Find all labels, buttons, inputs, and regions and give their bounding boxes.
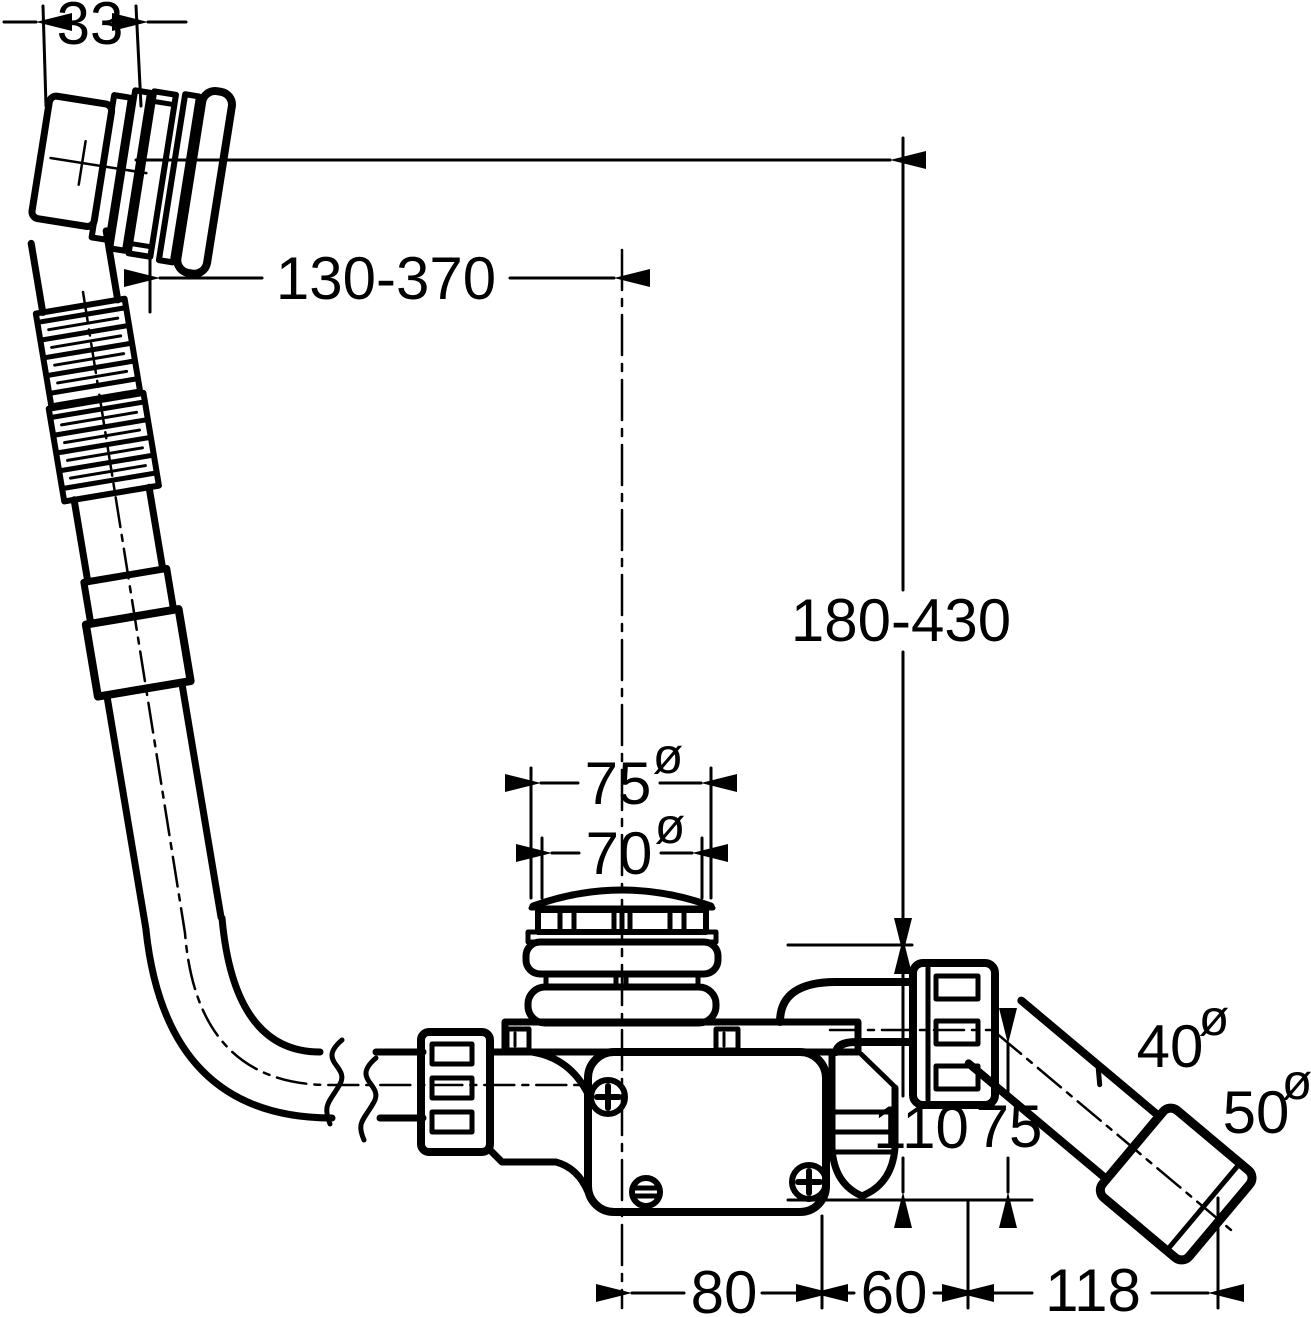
- trap-body: [584, 1048, 830, 1216]
- outlet-elbow-pipe: [776, 978, 917, 1056]
- dim-label-75-dia: 75: [585, 750, 652, 817]
- phillips-screw-icon-2: [789, 1162, 829, 1202]
- dia-symbol-50: ø: [1282, 1054, 1311, 1110]
- slotted-screw-icon: [629, 1175, 663, 1209]
- dim-overflow-width: 33: [2, 0, 188, 108]
- centerlines: [81, 248, 999, 1310]
- dim-label-180-430: 180-430: [791, 587, 1011, 654]
- dim-bottom-lengths: 80 60 118: [596, 1196, 1244, 1317]
- pipe-break-symbol: [324, 1037, 379, 1143]
- dim-label-80: 80: [691, 1259, 758, 1317]
- dim-outlet-heights: 110 75: [786, 918, 1043, 1228]
- phillips-screw-icon: [588, 1077, 628, 1117]
- dia-symbol-40: ø: [1199, 990, 1230, 1046]
- dim-label-118: 118: [1045, 1257, 1141, 1317]
- plate-clip-right: [713, 1026, 741, 1053]
- dim-label-75-height: 75: [976, 1093, 1043, 1160]
- dim-label-110: 110: [873, 1094, 969, 1161]
- hose-union-nut: [417, 1028, 592, 1196]
- dim-label-130-370: 130-370: [276, 245, 496, 312]
- hose-sleeve-lower: [81, 605, 195, 701]
- dim-label-60: 60: [861, 1259, 928, 1317]
- dim-label-70-dia: 70: [586, 820, 653, 887]
- dim-overflow-height-range: 180-430: [134, 136, 1011, 974]
- dim-overflow-to-drain: 130-370: [124, 244, 650, 314]
- overflow-fitting: [28, 87, 236, 278]
- dim-outlet-diameters: 40 ø 50 ø: [1137, 990, 1311, 1146]
- hose-bend: [142, 914, 427, 1122]
- flexible-hose: [27, 227, 225, 934]
- plate-clip-left: [504, 1026, 532, 1053]
- dim-label-40-dia: 40: [1137, 1013, 1204, 1080]
- dia-symbol-70: ø: [655, 798, 686, 854]
- dim-label-50-dia: 50: [1223, 1079, 1290, 1146]
- hose-centerline: [81, 290, 586, 1087]
- dia-symbol-75: ø: [653, 728, 684, 784]
- dim-label-33: 33: [57, 0, 124, 57]
- outlet-union-nut: [909, 959, 999, 1109]
- dim-plug-diameters: 75 ø 70 ø: [505, 728, 737, 900]
- outlet-drop-section: [828, 1048, 899, 1200]
